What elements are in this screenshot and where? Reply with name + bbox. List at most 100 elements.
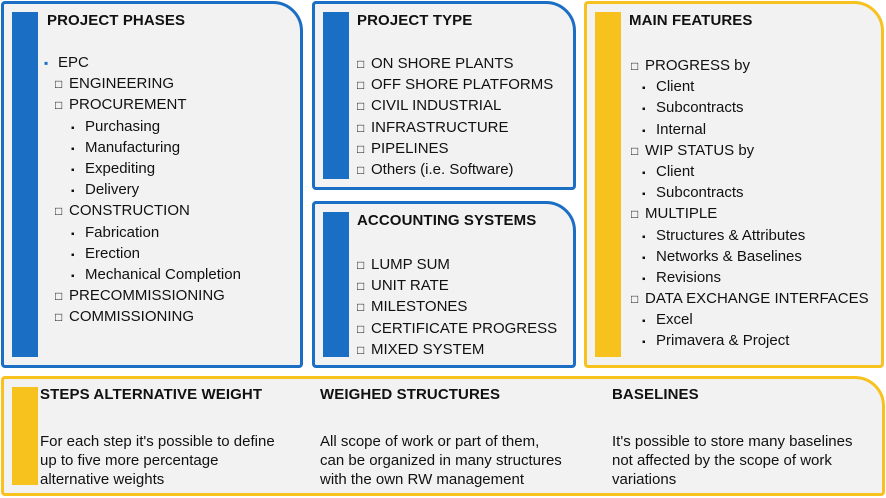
list-item-label: Subcontracts xyxy=(656,99,744,117)
checkbox-square-icon: □ xyxy=(357,141,365,156)
list-item: ▪Mechanical Completion xyxy=(44,264,241,285)
bullet-icon: ▪ xyxy=(642,316,646,328)
list-item-label: Structures & Attributes xyxy=(656,226,806,244)
list-item-label: Client xyxy=(656,162,695,180)
list-item-label: Erection xyxy=(85,244,141,262)
weighed-structures-description: All scope of work or part of them, can b… xyxy=(320,432,562,489)
list-item-label: INFRASTRUCTURE xyxy=(371,118,509,136)
desc-line: with the own RW management xyxy=(320,471,524,488)
list-item-label: COMMISSIONING xyxy=(69,308,195,326)
accent-bar xyxy=(12,387,38,485)
list-item-label: CONSTRUCTION xyxy=(69,202,190,220)
bullet-icon: ▪ xyxy=(44,56,49,70)
desc-line: can be organized in many structures xyxy=(320,452,562,469)
checkbox-square-icon: □ xyxy=(357,99,365,114)
project-type-panel: PROJECT TYPE □ ON SHORE PLANTS □ OFF SHORE … xyxy=(312,1,576,190)
desc-line: not affected by the scope of work xyxy=(612,452,832,469)
bullet-icon: ▪ xyxy=(642,273,646,285)
list-item: □MIXED SYSTEM xyxy=(357,339,557,360)
list-item-label: PROCUREMENT xyxy=(69,96,187,114)
list-item: □Others (i.e. Software) xyxy=(357,159,553,180)
checkbox-square-icon: □ xyxy=(55,77,63,92)
list-item-label: Fabrication xyxy=(85,223,160,241)
list-item: ▪Subcontracts xyxy=(631,182,869,203)
list-item: □ PIPELINES xyxy=(357,138,553,159)
bottom-features-panel: STEPS ALTERNATIVE WEIGHT For each step i… xyxy=(1,376,885,496)
desc-line: For each step it's possible to define xyxy=(40,433,275,450)
list-item-label: EPC xyxy=(58,54,89,71)
checkbox-square-icon: □ xyxy=(357,120,365,135)
checkbox-square-icon: □ xyxy=(357,258,365,272)
list-item: ▪Revisions xyxy=(631,267,869,288)
checkbox-square-icon: □ xyxy=(357,279,365,294)
list-item: □ INFRASTRUCTURE xyxy=(357,117,553,138)
bullet-icon: ▪ xyxy=(642,104,646,116)
list-item-label: PRECOMMISSIONING xyxy=(69,287,225,305)
list-item: □WIP STATUS by xyxy=(631,140,869,161)
main-features-list: □ PROGRESS by ▪ Client ▪ Subcontracts ▪ Interna… xyxy=(631,55,869,352)
project-phases-list: ▪EPC□ENGINEERING□PROCUREMENT▪Purchasing▪… xyxy=(44,52,241,327)
accounting-systems-list: □LUMP SUM□UNIT RATE□MILESTONES□CERTIFICA… xyxy=(357,254,557,360)
bullet-icon: ▪ xyxy=(71,186,75,198)
list-item-label: PROGRESS by xyxy=(645,57,751,74)
list-item-label: Mechanical Completion xyxy=(85,265,241,283)
list-item-label: ON SHORE PLANTS xyxy=(371,55,514,72)
list-item-label: LUMP SUM xyxy=(371,256,450,273)
list-item: □ UNIT RATE xyxy=(357,275,557,296)
checkbox-square-icon: □ xyxy=(631,207,639,222)
list-item: □ MULTIPLE xyxy=(631,203,869,224)
list-item-label: Primavera & Project xyxy=(656,332,790,350)
steps-alternative-weight-title: STEPS ALTERNATIVE WEIGHT xyxy=(40,386,263,403)
bullet-icon: ▪ xyxy=(642,83,646,95)
list-item: □ CIVIL INDUSTRIAL xyxy=(357,95,553,116)
list-item-label: Networks & Baselines xyxy=(656,247,802,265)
list-item: □CONSTRUCTION xyxy=(44,200,241,221)
bullet-icon: ▪ xyxy=(642,125,646,137)
list-item: ▪Fabrication xyxy=(44,222,241,243)
bullet-icon: ▪ xyxy=(71,122,75,134)
list-item-label: ENGINEERING xyxy=(69,75,175,93)
list-item-label: MULTIPLE xyxy=(645,205,718,223)
list-item: □ PRECOMMISSIONING xyxy=(44,285,241,306)
checkbox-square-icon: □ xyxy=(55,289,63,304)
bullet-icon: ▪ xyxy=(71,249,75,261)
baselines-description: It's possible to store many baselines no… xyxy=(612,432,852,489)
list-item-label: CERTIFICATE PROGRESS xyxy=(371,319,558,337)
checkbox-square-icon: □ xyxy=(631,292,639,307)
list-item: □ ENGINEERING xyxy=(44,73,241,94)
list-item-label: PIPELINES xyxy=(371,139,449,157)
list-item-label: Others (i.e. Software) xyxy=(371,160,514,178)
list-item: □ PROGRESS by xyxy=(631,55,869,76)
list-item: ▪Purchasing xyxy=(44,116,241,137)
list-item-label: CIVIL INDUSTRIAL xyxy=(371,97,502,115)
list-item: ▪ Networks & Baselines xyxy=(631,246,869,267)
checkbox-square-icon: □ xyxy=(357,57,365,71)
list-item-label: UNIT RATE xyxy=(371,277,449,295)
list-item: □ OFF SHORE PLATFORMS xyxy=(357,74,553,95)
list-item: □ DATA EXCHANGE INTERFACES xyxy=(631,288,869,309)
list-item: □COMMISSIONING xyxy=(44,306,241,327)
bullet-icon: ▪ xyxy=(642,252,646,264)
list-item: □ LUMP SUM xyxy=(357,254,557,275)
bullet-icon: ▪ xyxy=(642,231,646,243)
checkbox-square-icon: □ xyxy=(631,59,639,73)
bullet-icon: ▪ xyxy=(71,143,75,155)
project-type-list: □ ON SHORE PLANTS □ OFF SHORE PLATFORMS □ CIV… xyxy=(357,53,553,180)
list-item-label: DATA EXCHANGE INTERFACES xyxy=(645,290,869,308)
main-features-title: MAIN FEATURES xyxy=(629,12,753,29)
list-item-label: OFF SHORE PLATFORMS xyxy=(371,76,554,94)
accent-bar xyxy=(323,12,349,179)
checkbox-square-icon: □ xyxy=(357,78,365,93)
bullet-icon: ▪ xyxy=(642,189,646,201)
bullet-icon: ▪ xyxy=(642,167,646,179)
list-item: ▪ Subcontracts xyxy=(631,97,869,118)
list-item-label: Delivery xyxy=(85,181,140,199)
list-item: ▪ Structures & Attributes xyxy=(631,225,869,246)
weighed-structures-title: WEIGHED STRUCTURES xyxy=(320,386,501,403)
list-item-label: Expediting xyxy=(85,159,156,177)
list-item-label: Internal xyxy=(656,120,707,138)
checkbox-square-icon: □ xyxy=(357,342,365,357)
project-type-title: PROJECT TYPE xyxy=(357,12,473,29)
steps-alternative-weight-description: For each step it's possible to define up… xyxy=(40,432,275,489)
list-item: □PROCUREMENT xyxy=(44,94,241,115)
